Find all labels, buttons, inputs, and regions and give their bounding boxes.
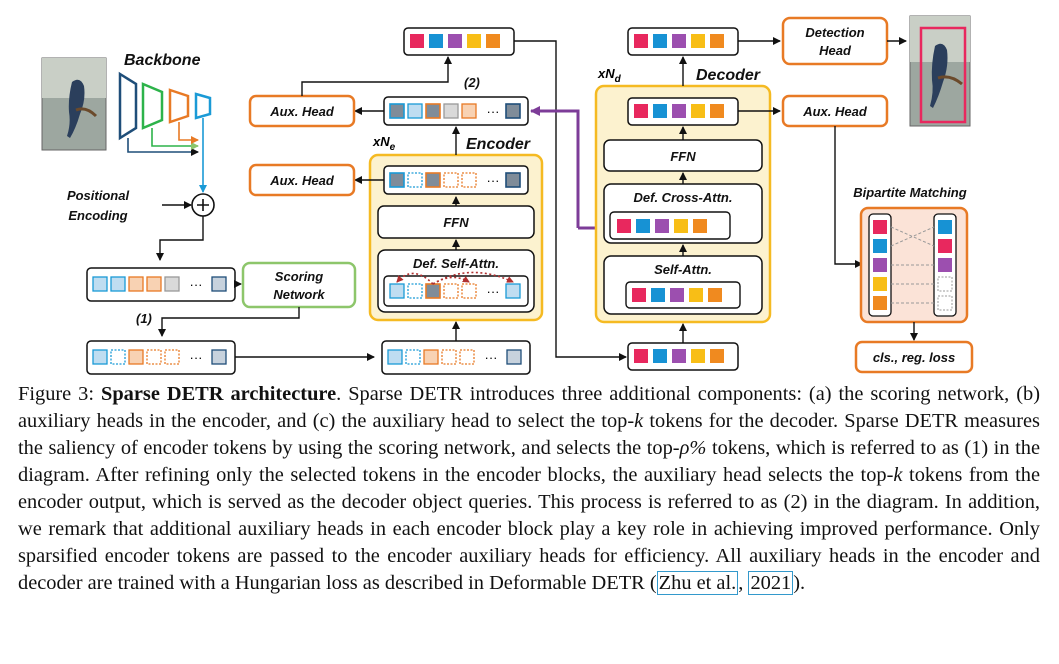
topk-queries-row <box>403 27 515 56</box>
caption-text-4: tokens from the encoder output, which is… <box>18 464 1040 594</box>
encoder-input-row: ··· <box>381 340 531 375</box>
decoder-ffn: FFN <box>603 139 763 172</box>
svg-text:Scoring: Scoring <box>275 269 323 284</box>
step-2-label: (2) <box>464 75 480 90</box>
decoder-self-attn: Self-Attn. <box>603 255 763 315</box>
svg-text:···: ··· <box>487 104 500 119</box>
def-self-attn: Def. Self-Attn. ··· <box>377 249 535 313</box>
all-tokens-row: ··· <box>86 267 236 302</box>
caption-text-2: tokens for the decoder. Sparse DETR meas… <box>18 410 1040 459</box>
positional-encoding-label-1: Positional <box>67 188 130 203</box>
svg-text:Def. Cross-Attn.: Def. Cross-Attn. <box>634 190 733 205</box>
citation-author-link[interactable]: Zhu et al. <box>656 571 739 595</box>
svg-text:Head: Head <box>819 43 852 58</box>
aux-head-decoder: Aux. Head <box>781 94 889 128</box>
citation-year-link[interactable]: 2021 <box>748 571 794 595</box>
svg-text:···: ··· <box>487 284 500 299</box>
aux-head-encoder: Aux. Head <box>248 163 356 197</box>
step-1-label: (1) <box>136 311 152 326</box>
svg-text:···: ··· <box>487 173 500 188</box>
positional-encoding-label-2: Encoding <box>68 208 127 223</box>
svg-text:Self-Attn.: Self-Attn. <box>654 262 712 277</box>
caption-rho: ρ% <box>679 437 707 459</box>
bipartite-matching-label: Bipartite Matching <box>853 185 966 200</box>
svg-text:cls., reg. loss: cls., reg. loss <box>873 350 955 365</box>
backbone-network <box>118 71 212 193</box>
architecture-diagram: Backbone Positional Encoding ··· Scoring… <box>41 15 974 375</box>
encoder-block-output-row: ··· <box>383 165 529 195</box>
citation-separator: , <box>738 572 749 594</box>
loss-box: cls., reg. loss <box>854 340 974 374</box>
svg-text:Aux. Head: Aux. Head <box>802 104 868 119</box>
decoder-label: Decoder <box>696 67 761 84</box>
add-icon <box>191 193 215 217</box>
aux-head-encoder-output: Aux. Head <box>248 94 356 128</box>
caption-text-5: ). <box>793 572 806 594</box>
svg-text:···: ··· <box>190 350 203 365</box>
encoder-repeat-label: xNe <box>372 134 396 153</box>
encoder-output-row: ··· <box>383 96 529 126</box>
encoder-ffn: FFN <box>377 205 535 239</box>
caption-k2: k <box>893 464 903 486</box>
caption-text-1: . Sparse DETR introduces three additiona… <box>18 383 1040 432</box>
decoder-repeat-label: xNd <box>597 66 622 85</box>
caption-text-3: tokens, which is referred to as (1) in t… <box>18 437 1041 486</box>
svg-text:Network: Network <box>273 287 325 302</box>
backbone-label: Backbone <box>124 52 201 69</box>
caption-title: Sparse DETR architecture <box>101 383 337 405</box>
svg-text:FFN: FFN <box>443 215 469 230</box>
svg-text:Aux. Head: Aux. Head <box>269 104 335 119</box>
scoring-network: Scoring Network <box>241 261 357 309</box>
decoder-block-output-row <box>627 97 739 126</box>
encoder-label: Encoder <box>466 136 531 153</box>
decoder-input-row <box>627 342 739 371</box>
ellipsis: ··· <box>190 277 203 292</box>
bipartite-matching <box>859 206 969 324</box>
caption-k1: k <box>634 410 644 432</box>
caption-label: Figure 3: <box>18 383 95 405</box>
svg-text:Detection: Detection <box>805 25 864 40</box>
output-image <box>909 15 971 127</box>
svg-text:FFN: FFN <box>670 149 696 164</box>
svg-text:Def. Self-Attn.: Def. Self-Attn. <box>413 256 499 271</box>
svg-text:Aux. Head: Aux. Head <box>269 173 335 188</box>
input-image <box>41 57 107 151</box>
decoder-output-row <box>627 27 739 56</box>
sparse-tokens-row: ··· <box>86 340 236 375</box>
svg-text:···: ··· <box>485 350 498 365</box>
figure-caption: Figure 3: Sparse DETR architecture. Spar… <box>18 381 1040 597</box>
decoder-cross-attn: Def. Cross-Attn. <box>603 183 763 244</box>
detection-head: Detection Head <box>781 16 889 66</box>
